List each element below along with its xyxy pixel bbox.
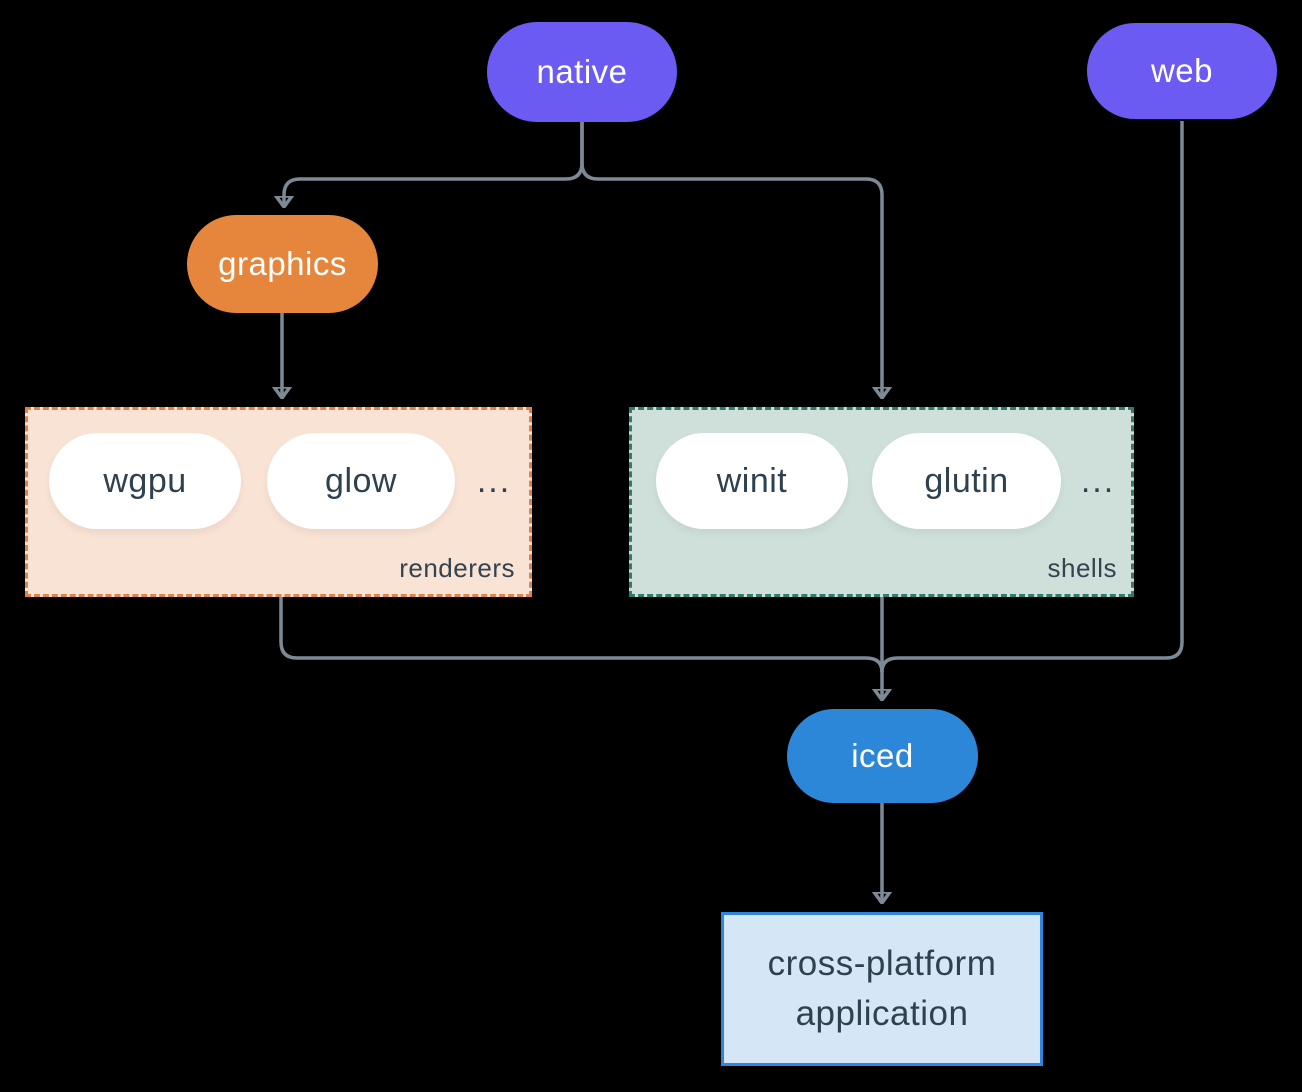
edge-web-iced xyxy=(880,121,1184,673)
node-native: native xyxy=(487,22,677,122)
shells-ellipsis: ... xyxy=(1062,433,1134,529)
node-iced-label: iced xyxy=(851,737,914,774)
pill-glutin-label: glutin xyxy=(924,461,1009,500)
node-application-line1: cross-platform xyxy=(767,944,997,983)
node-iced: iced xyxy=(787,709,978,803)
edge-native-shells xyxy=(580,122,882,397)
edge-native-graphics xyxy=(284,122,584,206)
node-application: cross-platform application xyxy=(721,912,1043,1066)
node-native-label: native xyxy=(536,53,628,90)
edge-renderers-iced xyxy=(279,597,884,673)
pill-glow: glow xyxy=(267,433,455,529)
pill-winit-label: winit xyxy=(716,461,788,500)
node-graphics-label: graphics xyxy=(218,245,347,282)
pill-glow-label: glow xyxy=(325,461,397,500)
renderers-ellipsis-label: ... xyxy=(476,461,512,500)
pill-glutin: glutin xyxy=(872,433,1061,529)
group-shells-label: shells xyxy=(1047,553,1117,583)
pill-wgpu: wgpu xyxy=(49,433,241,529)
node-web-label: web xyxy=(1150,52,1214,89)
node-graphics: graphics xyxy=(187,215,378,313)
group-renderers-label: renderers xyxy=(399,553,515,583)
pill-winit: winit xyxy=(656,433,848,529)
pill-wgpu-label: wgpu xyxy=(103,461,187,500)
node-web: web xyxy=(1087,23,1277,119)
node-application-line2: application xyxy=(795,994,969,1033)
shells-ellipsis-label: ... xyxy=(1080,461,1116,500)
renderers-ellipsis: ... xyxy=(456,433,532,529)
group-shells: winit glutin ... shells xyxy=(629,407,1134,597)
group-renderers: wgpu glow ... renderers xyxy=(25,407,532,597)
